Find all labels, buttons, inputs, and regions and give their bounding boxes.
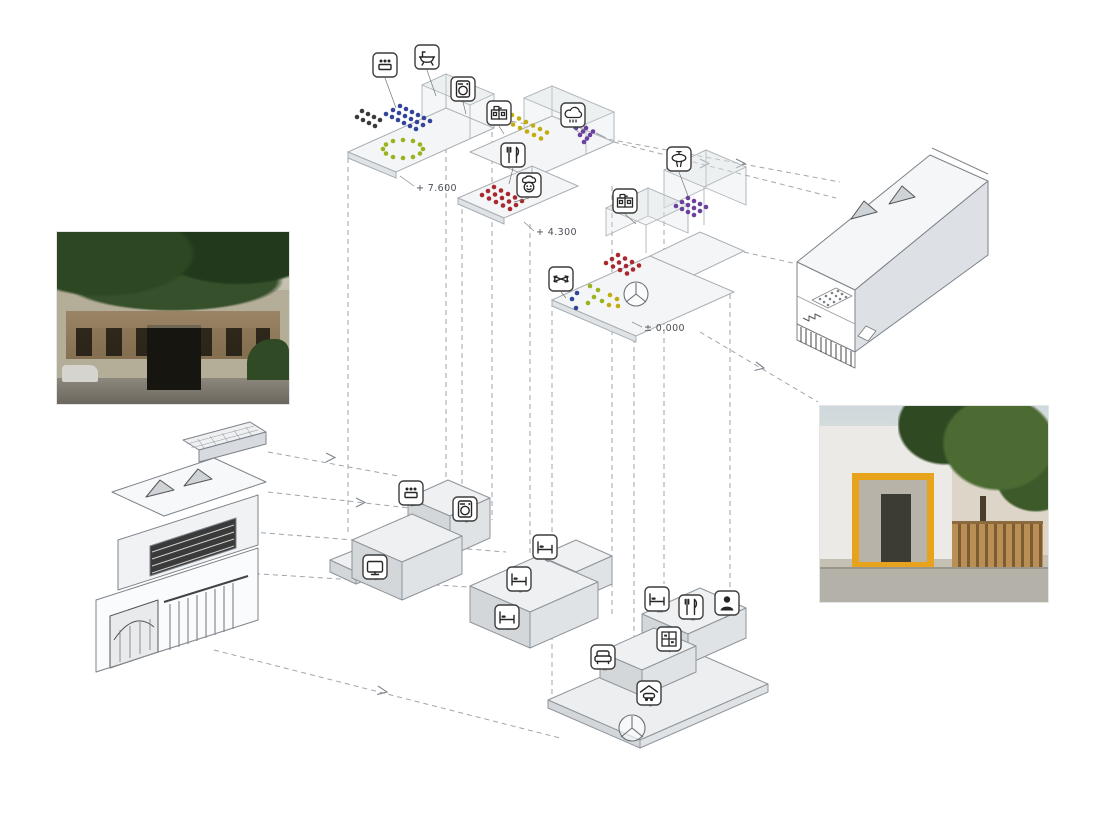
bathtub-icon [415,45,439,69]
person-icon [715,591,739,615]
photo-gate [147,324,201,390]
existing-house-photo [57,232,289,404]
chef-icon [517,173,541,197]
exploded-plate-ground-floor: ± 0.000 [550,149,748,343]
renovated-house-axonometric [796,147,989,369]
washing-machine-icon [451,77,475,101]
garage-car-icon [637,681,661,705]
icon-leader-lines [374,69,728,707]
occupant-dots-dark [354,108,383,129]
bed-icon [495,605,519,629]
photo-road [820,566,1048,602]
tree-icon [618,714,646,742]
photo-car [61,364,98,382]
bed-icon [507,567,531,591]
massing-cluster-bedrooms [469,539,613,649]
pantry-icon [613,189,637,213]
new-house-photo [820,406,1048,602]
sofa-icon [591,645,615,669]
photo-tree-canopy [897,406,1048,536]
meeting-table-icon [399,481,423,505]
photo-foliage [57,232,289,336]
utensils-icon [501,143,525,167]
shared-tables-icon [373,53,397,77]
photo-yellow-portal [851,472,935,569]
crossing-paths-icon [549,267,573,291]
bed-icon [533,535,557,559]
tv-icon [363,555,387,579]
kitchenette-icon [487,101,511,125]
level-label-first: + 4.300 [536,227,577,238]
photo-shrub [247,338,289,380]
shelving-icon [657,627,681,651]
washing-machine-icon [453,497,477,521]
washbasin-icon [667,147,691,171]
range-hood-icon [561,103,585,127]
existing-house-axonometric [95,421,267,673]
bed-icon [645,587,669,611]
tree-icon [623,281,649,307]
utensils-icon [679,595,703,619]
level-label-ground: ± 0.000 [644,323,685,334]
level-label-upper: + 7.600 [416,183,457,194]
